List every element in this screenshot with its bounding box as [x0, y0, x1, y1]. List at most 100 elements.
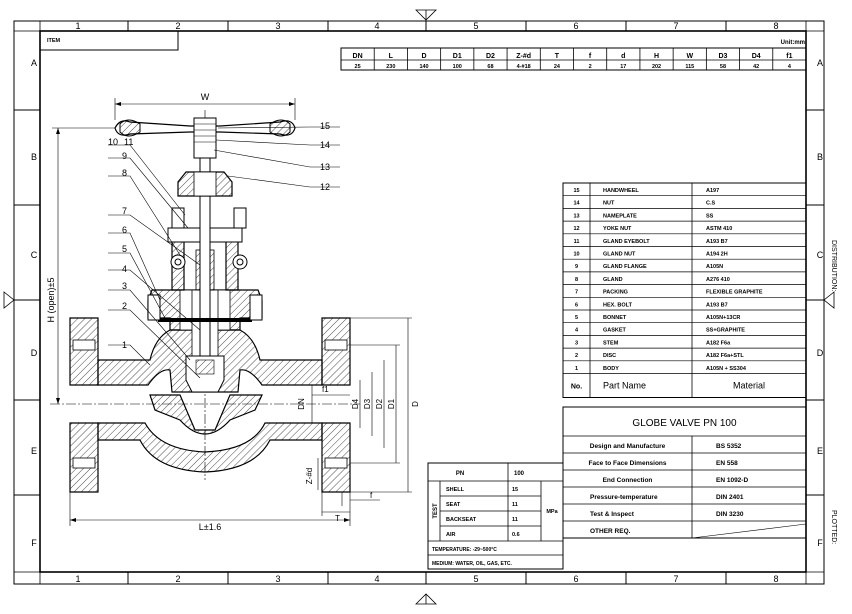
- part-material: FLEXIBLE GRAPHITE: [706, 290, 763, 296]
- part-material: C.S: [706, 201, 716, 207]
- spec-value: DIN 3230: [716, 511, 744, 518]
- row-a: A: [31, 58, 37, 68]
- leader-lines: [108, 126, 340, 379]
- dim-value: 25: [355, 64, 361, 70]
- dim-h: H (open)±5: [46, 278, 56, 323]
- part-no: 6: [575, 302, 578, 308]
- part-material: A105N + SS304: [706, 366, 747, 372]
- test-pn-value: 100: [514, 471, 525, 477]
- spec-value: EN 558: [716, 460, 738, 467]
- dim-value: 24: [554, 64, 561, 70]
- dim-value: 230: [386, 64, 395, 70]
- spec-value: DIN 2401: [716, 494, 744, 501]
- row-c: C: [31, 250, 38, 260]
- part-no: 9: [575, 264, 578, 270]
- dimension-table: Unit:mm DN25L230D140D1100D268Z-#d4-#18T2…: [340, 40, 807, 71]
- part-material: A276 410: [706, 277, 730, 283]
- col-5-bottom: 5: [473, 574, 478, 584]
- dim-d: D: [411, 401, 420, 407]
- part-no: 2: [575, 353, 578, 359]
- part-name: PACKING: [603, 290, 628, 296]
- row-d-right: D: [817, 348, 824, 358]
- dim-d3: D3: [363, 398, 372, 409]
- dim-header: D1: [453, 53, 462, 60]
- spec-label: OTHER REQ.: [590, 528, 631, 535]
- part-name: NAMEPLATE: [603, 213, 637, 219]
- test-label: SEAT: [446, 502, 461, 508]
- part-no: 10: [573, 252, 579, 258]
- part-no: 13: [573, 213, 579, 219]
- test-label: AIR: [446, 532, 456, 538]
- plotted-label: PLOTTED:: [830, 510, 837, 544]
- part-material: A197: [706, 188, 719, 194]
- part-name: BONNET: [603, 315, 627, 321]
- dim-header: f1: [786, 53, 792, 60]
- part-no: 12: [573, 226, 579, 232]
- parts-header-material: Material: [733, 381, 765, 391]
- test-label: SHELL: [446, 487, 465, 493]
- row-b-right: B: [817, 152, 823, 162]
- dim-d4: D4: [351, 398, 360, 409]
- balloon-15: 15: [320, 121, 330, 131]
- col-6-bottom: 6: [573, 574, 578, 584]
- parts-header-name: Part Name: [603, 381, 646, 391]
- dim-f1: f1: [322, 385, 329, 394]
- spec-value: BS 5352: [716, 443, 742, 450]
- part-no: 8: [575, 277, 578, 283]
- spec-label: Pressure-temperature: [590, 494, 658, 501]
- balloon-2: 2: [122, 301, 127, 311]
- dim-value: 58: [720, 64, 726, 70]
- test-label: BACKSEAT: [446, 517, 477, 523]
- part-material: SS+GRAPHITE: [706, 328, 745, 334]
- dim-zd: Z-#d: [305, 468, 314, 484]
- test-value: 0.6: [512, 532, 520, 538]
- part-no: 5: [575, 315, 578, 321]
- dim-header: H: [654, 53, 659, 60]
- dim-header: Z-#d: [516, 53, 531, 60]
- part-name: GLAND EYEBOLT: [603, 239, 650, 245]
- part-name: STEM: [603, 340, 619, 346]
- part-name: YOKE NUT: [603, 226, 632, 232]
- test-value: 15: [512, 487, 518, 493]
- dim-header: T: [555, 53, 560, 60]
- balloon-4: 4: [122, 264, 127, 274]
- part-name: BODY: [603, 366, 619, 372]
- part-no: 7: [575, 290, 578, 296]
- part-material: A193 B7: [706, 302, 728, 308]
- row-c-right: C: [817, 250, 824, 260]
- balloon-10: 10: [108, 137, 118, 147]
- test-value: 11: [512, 517, 518, 523]
- row-a-right: A: [817, 58, 823, 68]
- col-7-bottom: 7: [673, 574, 678, 584]
- column-ticks: [127, 21, 727, 584]
- dim-value: 17: [620, 64, 626, 70]
- part-name: GLAND FLANGE: [603, 264, 647, 270]
- part-no: 1: [575, 366, 578, 372]
- col-3-bottom: 3: [275, 574, 280, 584]
- part-material: A194 2H: [706, 252, 728, 258]
- dim-header: DN: [353, 53, 363, 60]
- part-name: NUT: [603, 201, 615, 207]
- row-f-right: F: [817, 538, 823, 548]
- test-unit: MPa: [546, 509, 558, 515]
- spec-label: Design and Manufacture: [590, 443, 666, 450]
- drawing-title: GLOBE VALVE PN 100: [632, 418, 737, 429]
- dim-header: f: [589, 53, 592, 60]
- item-label: ITEM: [47, 38, 61, 44]
- col-3: 3: [275, 21, 280, 31]
- dim-header: W: [686, 53, 693, 60]
- test-medium: MEDIUM: WATER, OIL, GAS, ETC.: [432, 561, 513, 567]
- spec-label: End Connection: [603, 477, 653, 484]
- balloon-7: 7: [122, 206, 127, 216]
- col-4-bottom: 4: [374, 574, 379, 584]
- dim-header: d: [621, 53, 625, 60]
- unit-label: Unit:mm: [781, 40, 805, 46]
- row-f: F: [31, 538, 37, 548]
- part-no: 3: [575, 340, 578, 346]
- col-2: 2: [175, 21, 180, 31]
- dim-value: 115: [685, 64, 694, 70]
- spec-label: Face to Face Dimensions: [588, 460, 666, 467]
